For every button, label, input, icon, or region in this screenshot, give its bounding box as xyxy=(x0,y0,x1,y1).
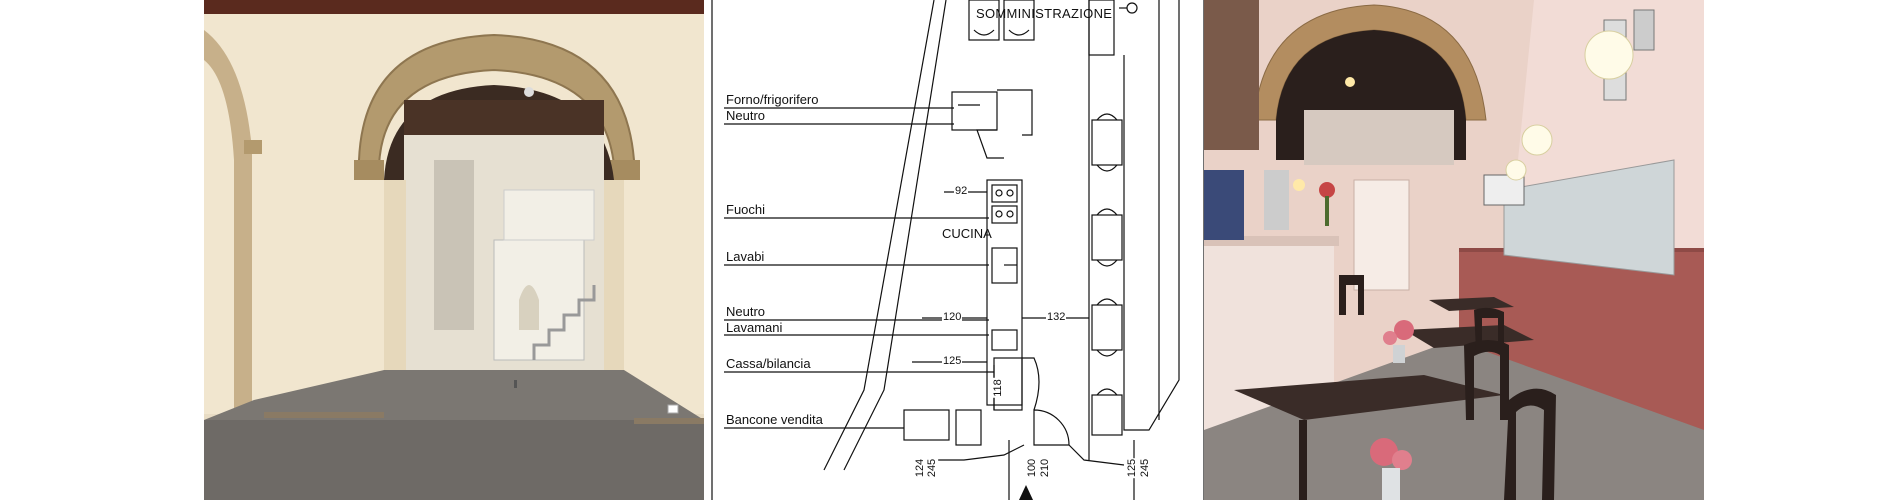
floor-plan-lines xyxy=(711,0,1204,500)
dimension-125-right: 125 xyxy=(1126,457,1139,479)
dimension-245-left: 245 xyxy=(926,457,939,479)
after-renovation-photo xyxy=(1204,0,1704,500)
dimension-132: 132 xyxy=(1046,311,1067,323)
callout-sinks: Lavabi xyxy=(726,249,765,264)
after-photo-illustration xyxy=(1204,0,1704,500)
dimension-100: 100 xyxy=(1026,457,1039,479)
before-renovation-photo xyxy=(204,0,704,500)
dimension-245-right: 245 xyxy=(1139,457,1152,479)
callout-handwash: Lavamani xyxy=(726,320,783,335)
plan-area-label-dining: SOMMINISTRAZIONE xyxy=(976,6,1113,21)
dimension-124: 124 xyxy=(914,457,927,479)
plan-area-label-kitchen: CUCINA xyxy=(942,226,992,241)
dimension-125: 125 xyxy=(942,355,963,367)
callout-neutral-2: Neutro xyxy=(726,304,766,319)
floor-plan-drawing: SOMMINISTRAZIONE CUCINA Forno/frigorifer… xyxy=(704,0,1204,500)
callout-neutral-1: Neutro xyxy=(726,108,766,123)
dimension-120: 120 xyxy=(942,311,963,323)
dimension-210: 210 xyxy=(1039,457,1052,479)
dimension-92: 92 xyxy=(954,185,969,197)
callout-cash-scale: Cassa/bilancia xyxy=(726,356,811,371)
dimension-118: 118 xyxy=(991,378,1004,398)
before-photo-illustration xyxy=(204,0,704,500)
callout-burners: Fuochi xyxy=(726,202,766,217)
callout-sales-counter: Bancone vendita xyxy=(726,412,823,427)
callout-oven-fridge: Forno/frigorifero xyxy=(726,92,819,107)
